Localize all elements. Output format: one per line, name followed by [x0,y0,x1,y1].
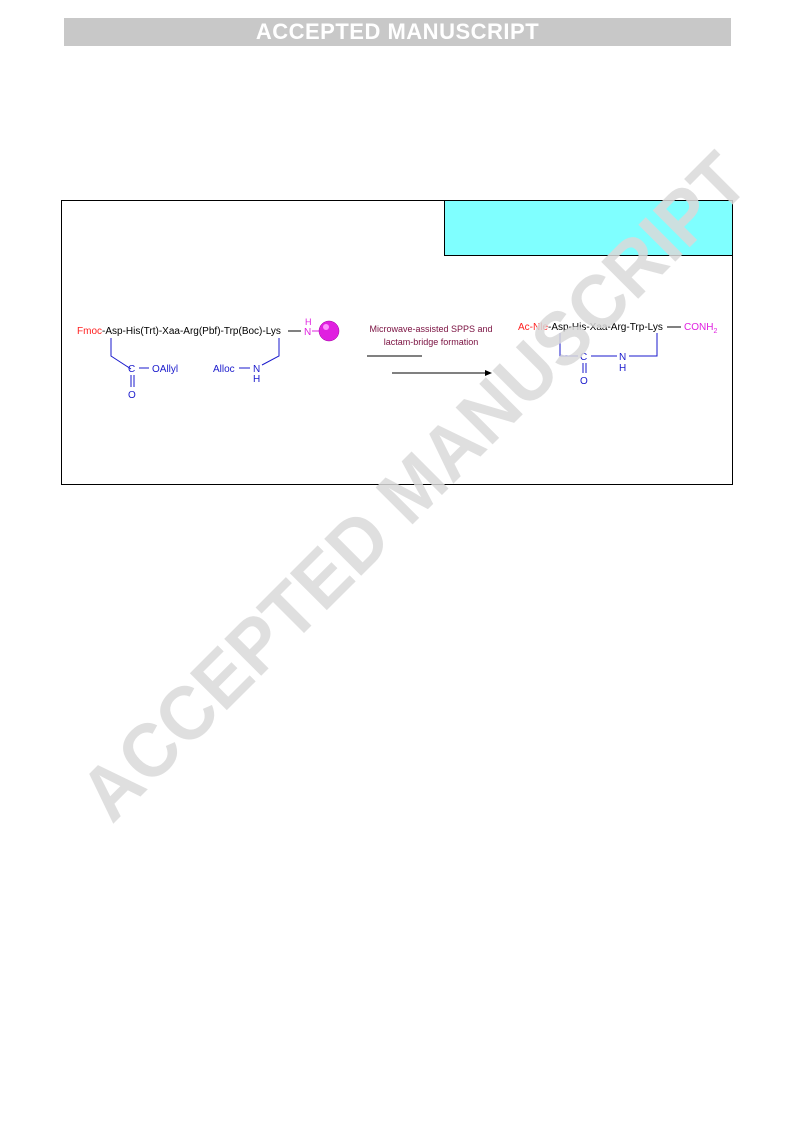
accepted-manuscript-banner: ACCEPTED MANUSCRIPT [64,18,731,46]
arrow-label-line2: lactam-bridge formation [384,337,479,347]
conh2-label: CONH2 [684,322,717,335]
bridge-n-label: N [619,352,626,363]
arrow-label-line1: Microwave-assisted SPPS and [369,324,492,334]
bridge-h-label: H [619,363,626,374]
lys-side-chain [261,338,280,366]
asp-side-chain [110,338,132,370]
bridge-c-label: C [580,352,587,363]
lys-h-label: H [253,374,260,385]
reaction-scheme: Fmoc-Asp-His(Trt)-Xaa-Arg(Pbf)-Trp(Boc)-… [77,317,717,401]
left-sequence: -Asp-His(Trt)-Xaa-Arg(Pbf)-Trp(Boc)-Lys [102,326,281,337]
left-sequence-line: Fmoc-Asp-His(Trt)-Xaa-Arg(Pbf)-Trp(Boc)-… [77,326,281,337]
bridge-o-label: O [580,376,588,387]
bridge-right-arm [629,333,658,357]
resin-nh-n: N [304,327,311,338]
resin-bead-highlight [323,324,329,330]
cyan-highlight-box [444,200,733,256]
resin-bead-icon [318,320,340,342]
oallyl-label: OAllyl [152,364,178,375]
right-sequence: -Asp-His-Xaa-Arg-Trp-Lys [548,322,663,333]
ac-nle-label: Ac-Nle [518,322,548,333]
lys-n-label: N [253,364,260,375]
alloc-label: Alloc [213,364,235,375]
fmoc-label: Fmoc [77,326,102,337]
resin-nh-h: H [305,317,312,327]
asp-carbonyl-o: O [128,390,136,401]
graphical-abstract-frame: Fmoc-Asp-His(Trt)-Xaa-Arg(Pbf)-Trp(Boc)-… [61,200,733,485]
arrow-head-icon [485,370,492,376]
right-sequence-line: Ac-Nle-Asp-His-Xaa-Arg-Trp-Lys [518,322,663,333]
bridge-left-arm [559,333,578,357]
asp-carbonyl-c: C [128,364,135,375]
